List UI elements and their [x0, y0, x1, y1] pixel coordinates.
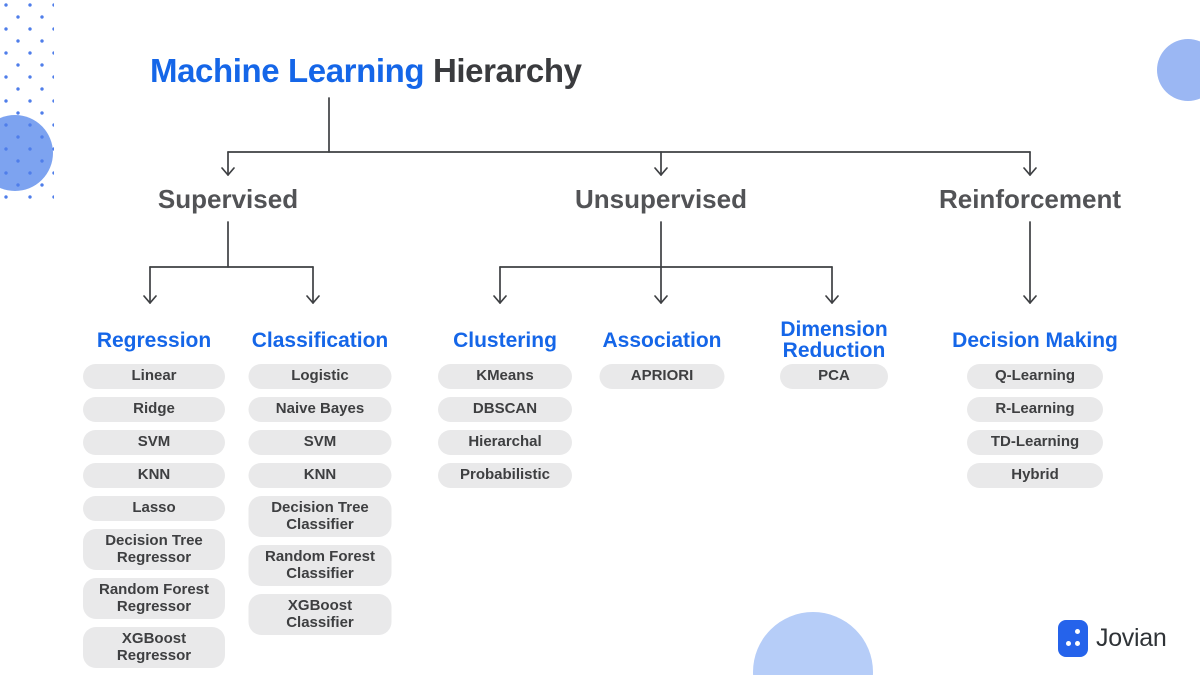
category-label-clustering: Clustering — [453, 328, 557, 352]
algorithm-pill: Logistic — [248, 364, 392, 389]
jovian-logo: Jovian — [1058, 620, 1167, 657]
algorithm-pill: Hybrid — [967, 463, 1103, 488]
arrowhead-reinforcement — [1023, 167, 1037, 176]
pill-list-association: APRIORI — [599, 364, 725, 389]
algorithm-pill: Hierarchal — [438, 430, 572, 455]
algorithm-pill: KNN — [83, 463, 225, 488]
algorithm-pill: SVM — [83, 430, 225, 455]
category-label-classification: Classification — [251, 328, 389, 352]
decor-circle-top-right — [1157, 39, 1200, 101]
branch-supervised: Supervised — [157, 184, 299, 214]
algorithm-pill: DBSCAN — [438, 397, 572, 422]
algorithm-pill: Decision Tree Regressor — [83, 529, 225, 570]
algorithm-pill: APRIORI — [599, 364, 725, 389]
algorithm-pill: Decision Tree Classifier — [248, 496, 392, 537]
arrowhead-regression — [143, 295, 157, 304]
algorithm-pill: Random Forest Classifier — [248, 545, 392, 586]
column-dimension-reduction: Dimension Reduction PCA — [780, 316, 888, 389]
arrowhead-classification — [306, 295, 320, 304]
category-label-dimension-reduction: Dimension Reduction — [780, 318, 888, 362]
arrowhead-unsupervised — [654, 167, 668, 176]
title-rest: Hierarchy — [432, 52, 582, 89]
column-association: Association APRIORI — [599, 316, 725, 389]
decor-dot-grid — [0, 0, 54, 200]
algorithm-pill: R-Learning — [967, 397, 1103, 422]
jovian-logo-text: Jovian — [1096, 624, 1167, 652]
algorithm-pill: SVM — [248, 430, 392, 455]
algorithm-pill: Linear — [83, 364, 225, 389]
arrowhead-supervised — [221, 167, 235, 176]
algorithm-pill: KNN — [248, 463, 392, 488]
algorithm-pill: KMeans — [438, 364, 572, 389]
page-title: Machine Learning Hierarchy — [150, 52, 582, 90]
arrowhead-clustering — [493, 295, 507, 304]
branch-reinforcement: Reinforcement — [938, 184, 1122, 214]
arrowhead-decision-making — [1023, 295, 1037, 304]
pill-list-dimension-reduction: PCA — [780, 364, 888, 389]
category-label-regression: Regression — [96, 328, 212, 352]
algorithm-pill: Naive Bayes — [248, 397, 392, 422]
category-label-decision-making: Decision Making — [952, 328, 1118, 352]
branch-unsupervised: Unsupervised — [575, 184, 747, 214]
algorithm-pill: Random Forest Regressor — [83, 578, 225, 619]
jovian-logo-icon — [1058, 620, 1088, 657]
algorithm-pill: PCA — [780, 364, 888, 389]
algorithm-pill: Lasso — [83, 496, 225, 521]
title-highlight: Machine Learning — [150, 52, 425, 89]
arrowhead-association — [654, 295, 668, 304]
category-label-association: Association — [602, 328, 722, 352]
arrowhead-dimension-reduction — [825, 295, 839, 304]
algorithm-pill: Ridge — [83, 397, 225, 422]
algorithm-pill: Q-Learning — [967, 364, 1103, 389]
algorithm-pill: XGBoost Regressor — [83, 627, 225, 668]
algorithm-pill: TD-Learning — [967, 430, 1103, 455]
algorithm-pill: XGBoost Classifier — [248, 594, 392, 635]
algorithm-pill: Probabilistic — [438, 463, 572, 488]
